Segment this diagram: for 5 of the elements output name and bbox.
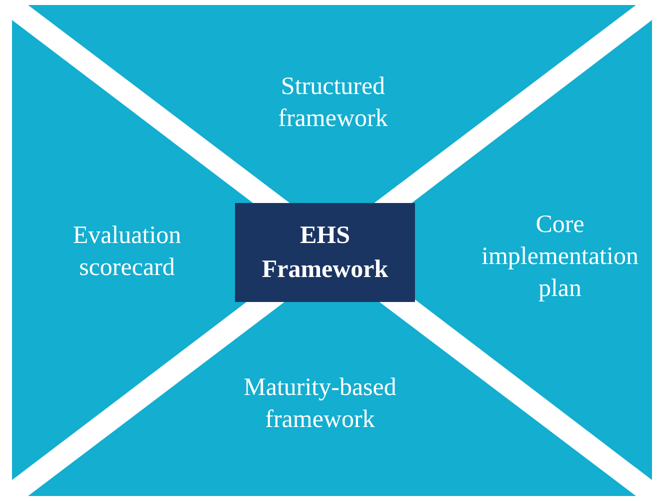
panel-label: Structured framework [277,72,389,134]
panel-label: Maturity-based framework [242,373,398,435]
title-box: EHS Framework [235,203,415,302]
panel-label: Core implementation plan [480,210,640,304]
panel-label: Evaluation scorecard [72,221,182,283]
